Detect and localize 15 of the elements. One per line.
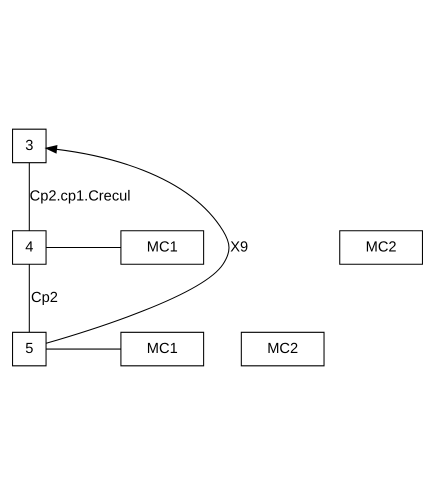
connector	[46, 348, 121, 350]
arrow	[44, 144, 230, 344]
node-box: 5	[12, 332, 47, 366]
node-box: MC2	[240, 332, 325, 366]
node-box: 3	[12, 128, 47, 164]
node-box: MC2	[339, 230, 423, 265]
connector	[28, 162, 30, 230]
node-box: MC1	[120, 332, 204, 366]
node-box: MC1	[120, 230, 204, 265]
edge-label: Cp2	[31, 290, 58, 306]
edge-label: X9	[230, 239, 248, 256]
node-box: 4	[12, 230, 47, 265]
connector	[28, 264, 30, 332]
connector	[46, 246, 121, 248]
edge-label: Cp2.cp1.Crecul	[30, 188, 131, 205]
